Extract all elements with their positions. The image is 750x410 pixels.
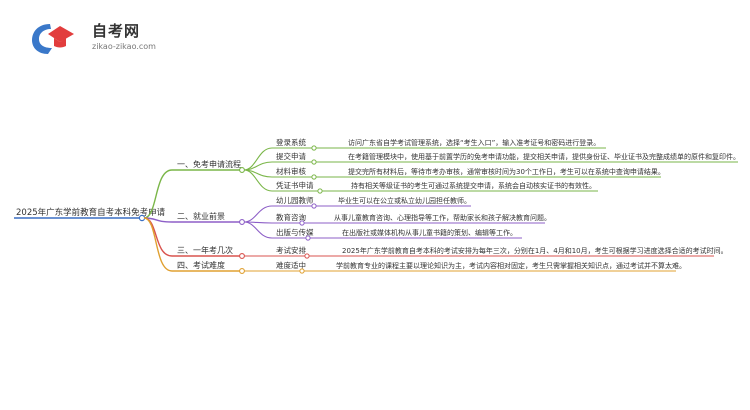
child-joint: [311, 174, 317, 180]
child-label: 考试安排: [276, 245, 306, 255]
child-joint: [305, 235, 311, 241]
child-connector: [243, 147, 273, 171]
child-label: 难度适中: [276, 260, 306, 270]
child-label: 凭证书申请: [276, 180, 314, 190]
child-joint: [311, 203, 317, 209]
logo-title: 自考网: [92, 22, 141, 40]
leaf-text: 从事儿童教育咨询、心理指导等工作，帮助家长和孩子解决教育问题。: [334, 213, 551, 222]
branch-connector: [143, 217, 173, 272]
branch-joint: [239, 253, 245, 259]
child-connector: [243, 221, 273, 239]
child-joint: [317, 188, 323, 194]
leaf-text: 在出版社或媒体机构从事儿童书籍的策划、编辑等工作。: [342, 228, 517, 237]
child-joint: [299, 220, 305, 226]
logo-subtitle: zikao-zikao.com: [92, 42, 156, 51]
branch-label: 一、免考申请流程: [177, 159, 241, 169]
branch-joint: [239, 268, 245, 274]
child-label: 出版与传媒: [276, 227, 314, 237]
root-joint: [138, 214, 146, 222]
branch-label: 三、一年考几次: [177, 245, 233, 255]
child-connector: [243, 205, 273, 223]
child-joint: [311, 145, 317, 151]
branch-label: 二、就业前景: [177, 211, 225, 221]
leaf-text: 提交完所有材料后，等待市考办审核，通常审核时间为30个工作日，考生可以在系统中查…: [348, 167, 665, 176]
logo: 自考网 zikao-zikao.com: [30, 18, 180, 62]
branch-connector: [143, 169, 173, 219]
child-connector: [243, 169, 273, 192]
branch-joint: [239, 167, 245, 173]
branch-label: 四、考试难度: [177, 260, 225, 270]
leaf-text: 2025年广东学前教育自考本科的考试安排为每年三次，分别在1月、4月和10月，考…: [342, 246, 728, 255]
branch-joint: [239, 219, 245, 225]
leaf-text: 在考籍管理模块中，使用基于前置学历的免考申请功能，提交相关申请，提供身份证、毕业…: [348, 152, 740, 161]
leaf-text: 毕业生可以在公立或私立幼儿园担任教师。: [338, 196, 471, 205]
child-joint: [311, 159, 317, 165]
leaf-text: 访问广东省自学考试管理系统，选择“考生入口”，输入准考证号和密码进行登录。: [348, 138, 600, 147]
child-label: 材料审核: [276, 166, 306, 176]
child-joint: [304, 253, 310, 259]
child-label: 幼儿园教师: [276, 195, 314, 205]
child-joint: [299, 268, 305, 274]
child-label: 提交申请: [276, 151, 306, 161]
child-label: 教育咨询: [276, 212, 306, 222]
child-label: 登录系统: [276, 137, 306, 147]
leaf-text: 持有相关等级证书的考生可通过系统提交申请，系统会自动核实证书的有效性。: [351, 181, 596, 190]
logo-mark-icon: [32, 24, 74, 54]
root-node-label: 2025年广东学前教育自考本科免考申请: [16, 207, 166, 218]
leaf-text: 学前教育专业的课程主要以理论知识为主，考试内容相对固定，考生只需掌握相关知识点，…: [336, 261, 686, 270]
